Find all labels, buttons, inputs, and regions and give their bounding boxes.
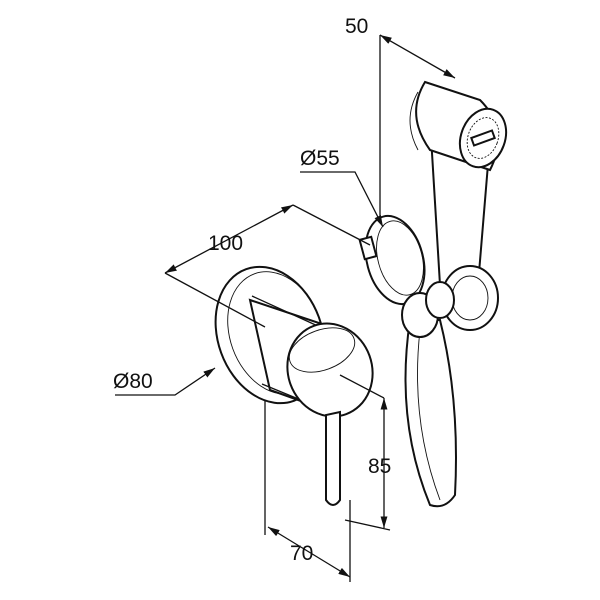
hand-shower (409, 80, 508, 331)
dimension-lines (115, 34, 456, 582)
dim-label-50: 50 (345, 15, 368, 38)
dim-label-85: 85 (368, 455, 391, 478)
dim-label-70: 70 (290, 542, 313, 565)
dim-label-d55: Ø55 (300, 147, 340, 170)
dim-label-100: 100 (208, 232, 243, 255)
dim-label-d80: Ø80 (113, 370, 153, 393)
hose (401, 292, 457, 508)
mixer-body (248, 295, 374, 418)
mixer-lever (325, 410, 341, 506)
